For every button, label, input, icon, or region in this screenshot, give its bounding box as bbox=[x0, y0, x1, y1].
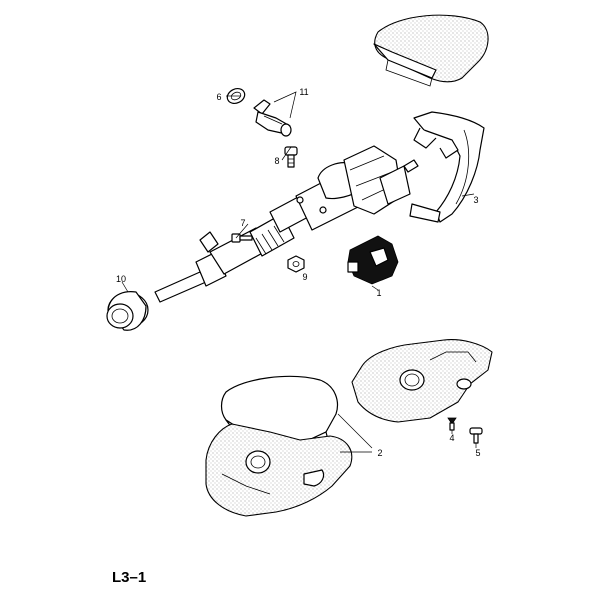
callout-11: 11 bbox=[299, 87, 308, 97]
leader-lines bbox=[121, 91, 477, 453]
steering-column-assembly bbox=[154, 145, 419, 303]
callout-4: 4 bbox=[449, 433, 454, 443]
upper-column-cover bbox=[373, 14, 489, 87]
part-4-screw bbox=[447, 417, 457, 431]
part-9-nut bbox=[287, 255, 305, 273]
callout-9: 9 bbox=[302, 272, 307, 282]
callout-8: 8 bbox=[274, 156, 279, 166]
part-3-shroud-bracket bbox=[409, 111, 485, 223]
callout-6: 6 bbox=[216, 92, 221, 102]
part-5-screw bbox=[469, 427, 483, 444]
callout-3: 3 bbox=[473, 195, 478, 205]
callout-2: 2 bbox=[377, 448, 382, 458]
part-2-lower-shroud-base bbox=[205, 423, 353, 517]
callout-10: 10 bbox=[116, 274, 126, 284]
callout-7: 7 bbox=[240, 218, 245, 228]
part-10-bushing bbox=[106, 291, 149, 331]
callout-5: 5 bbox=[475, 448, 480, 458]
part-1-switch-housing bbox=[347, 235, 399, 285]
part-8-screw bbox=[284, 146, 298, 168]
page-code: L3–1 bbox=[112, 569, 146, 586]
callout-1: 1 bbox=[376, 288, 381, 298]
lower-shroud-right bbox=[351, 339, 493, 423]
part-11-lock-cylinder-and-key bbox=[253, 99, 292, 137]
